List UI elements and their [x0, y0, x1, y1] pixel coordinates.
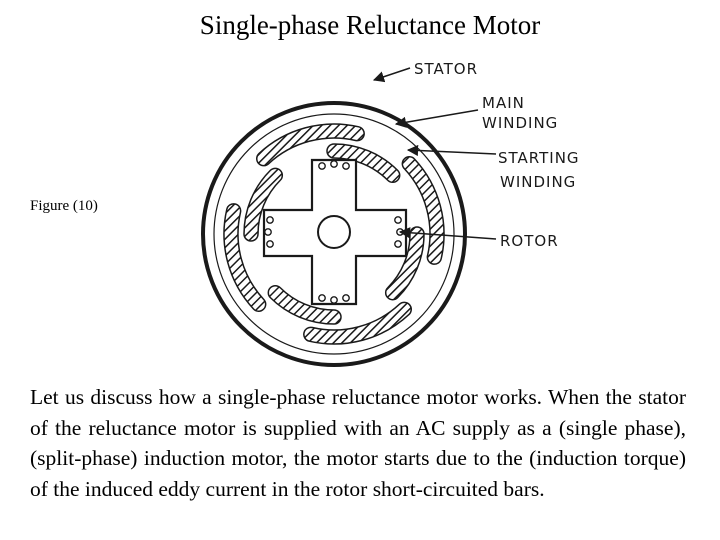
label-starting-winding-line1: STARTING [498, 149, 580, 167]
rotor-bar [318, 162, 326, 170]
label-main-winding-line2: WINDING [482, 114, 558, 132]
starting-winding-coil [267, 285, 342, 325]
rotor-bar [264, 228, 272, 236]
label-stator: STATOR [414, 60, 478, 78]
motor-diagram: STATOR MAIN WINDING STARTING WINDING ROT… [182, 52, 602, 378]
page-title: Single-phase Reluctance Motor [199, 10, 541, 40]
starting-winding-arrow [406, 144, 497, 157]
main-winding-arrow [394, 109, 479, 128]
rotor-bar [342, 294, 350, 302]
main-winding-coil [401, 156, 445, 265]
main-winding-coil [223, 203, 267, 312]
rotor-bar [342, 162, 350, 170]
stator-arrow [372, 67, 411, 83]
starting-winding-coil [385, 226, 425, 301]
figure-caption: Figure (10) [30, 198, 98, 214]
rotor-bar [330, 296, 338, 304]
main-winding-coil [303, 301, 412, 345]
stator-inner-ring [213, 113, 455, 355]
rotor-bar [394, 240, 402, 248]
label-starting-winding-line2: WINDING [500, 173, 576, 191]
rotor-arrow [398, 227, 497, 240]
body-paragraph: Let us discuss how a single-phase reluct… [30, 385, 686, 501]
rotor-bar [394, 216, 402, 224]
rotor-bar [330, 160, 338, 168]
rotor-shaft [317, 215, 351, 249]
label-main-winding-line1: MAIN [482, 94, 525, 112]
label-rotor: ROTOR [500, 232, 559, 250]
rotor-bar [318, 294, 326, 302]
main-winding-coil [256, 123, 365, 167]
starting-winding-coil [326, 143, 401, 183]
rotor-bar [266, 216, 274, 224]
motor-diagram-svg: STATOR MAIN WINDING STARTING WINDING ROT… [201, 60, 580, 367]
stator-outer-ring [201, 101, 467, 367]
rotor-bar [266, 240, 274, 248]
starting-winding-coil [243, 167, 283, 242]
